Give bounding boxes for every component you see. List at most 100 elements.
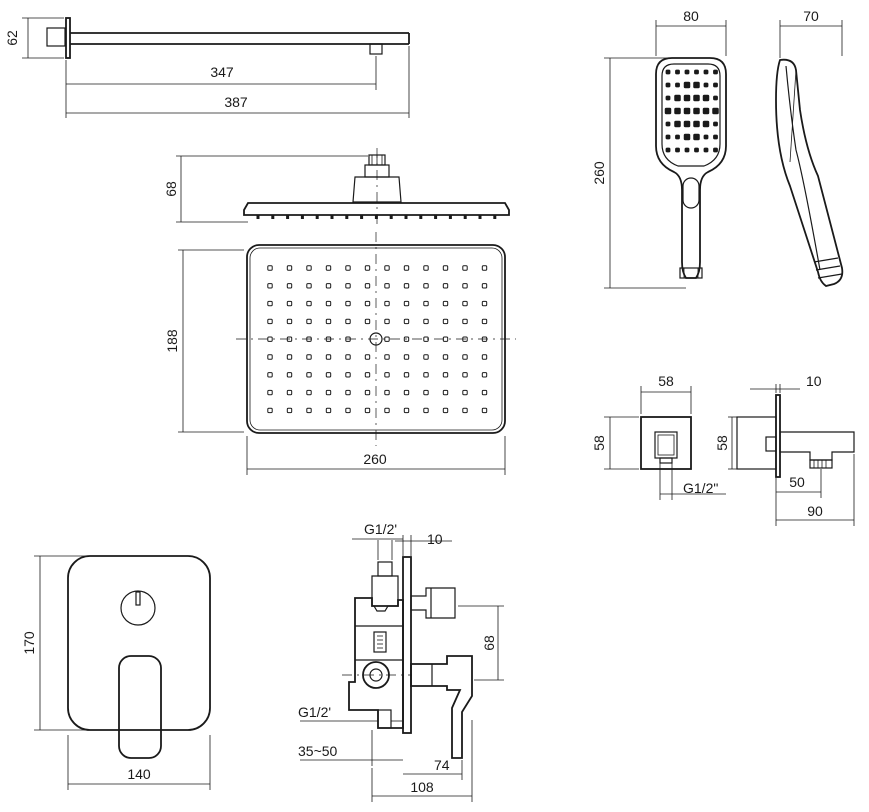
spray-hole (423, 372, 429, 378)
spray-hole (345, 318, 351, 325)
hand-nozzle (683, 94, 691, 102)
hand-nozzle (702, 107, 710, 115)
hand-shower-front-view: 80 260 (591, 8, 727, 289)
body-cartridge-window (373, 631, 387, 653)
dim-arm-height: 62 (4, 17, 64, 59)
spray-hole (286, 389, 293, 396)
hand-shower-face (661, 63, 721, 167)
dim-label-arm-total: 387 (224, 94, 248, 110)
hand-side-face-line (785, 65, 821, 271)
spray-hole (325, 389, 332, 396)
spray-hole (364, 372, 371, 378)
dim-body-height: 68 (458, 605, 504, 681)
mixer-diverter-knob (120, 590, 156, 626)
body-housing (348, 597, 404, 729)
hand-nozzle (693, 107, 700, 115)
spray-hole (325, 265, 332, 271)
dim-label-mixer-width: 140 (127, 766, 151, 782)
dim-outlet-height-front: 58 (591, 416, 639, 470)
spray-hole (384, 265, 390, 271)
hand-nozzle (684, 147, 690, 153)
spray-hole (286, 354, 293, 360)
outlet-side-elbow (779, 431, 855, 461)
spray-hole (267, 318, 273, 325)
dim-label-head-width: 260 (363, 451, 387, 467)
hand-nozzle (702, 120, 710, 128)
spray-hole (403, 265, 410, 271)
body-cover-plate (402, 556, 412, 734)
hand-side-outline (775, 58, 844, 287)
spray-hole (462, 407, 468, 414)
dim-hand-depth: 70 (779, 8, 843, 58)
shower-head-side-view: 68 (163, 148, 510, 226)
hand-nozzle (665, 82, 671, 88)
hand-shower-outline (655, 57, 727, 279)
hand-nozzle (693, 133, 700, 141)
spray-hole (403, 283, 410, 289)
spray-hole (462, 372, 468, 378)
nozzle-tick (374, 215, 378, 219)
spray-hole (384, 407, 390, 414)
dim-arm-total: 387 (65, 46, 410, 118)
spray-hole (267, 283, 273, 289)
hand-nozzle (675, 134, 680, 140)
spray-hole (286, 318, 293, 325)
dim-label-arm-inner: 347 (210, 64, 234, 80)
hand-nozzle (674, 94, 681, 102)
hand-nozzle (712, 107, 719, 115)
mixer-lever-handle (118, 655, 162, 759)
nozzle-tick (389, 215, 393, 219)
spray-hole (403, 336, 410, 342)
spray-hole (325, 407, 332, 414)
spray-hole (423, 283, 429, 289)
hand-shower-side-view: 70 (775, 8, 844, 287)
spray-hole (462, 389, 468, 396)
spray-hole (306, 407, 312, 414)
dim-label-mixer-height: 170 (21, 631, 37, 655)
dim-head-depth: 188 (164, 249, 244, 433)
dim-hand-length: 260 (591, 57, 686, 289)
outlet-side-nipple (809, 459, 833, 469)
dim-label-outlet-width: 58 (658, 373, 674, 389)
hand-nozzle (684, 69, 690, 75)
spray-hole (481, 265, 488, 271)
spray-hole (364, 354, 371, 360)
nozzle-tick (300, 215, 304, 219)
spray-hole (267, 389, 273, 396)
hand-nozzle (693, 120, 700, 128)
spray-hole (442, 354, 449, 360)
dim-label-body-thread-bottom: G1/2' (298, 704, 331, 720)
dim-label-outlet-projection: 50 (789, 474, 805, 490)
dim-body-total: 108 (371, 720, 473, 802)
dim-outlet-thread: G1/2" (659, 463, 726, 500)
outlet-front-thread (659, 457, 673, 464)
body-lever (410, 655, 473, 759)
shower-arm-view: 62 347 387 (4, 17, 410, 118)
spray-hole (462, 300, 468, 307)
outlet-side-body (736, 416, 777, 470)
hand-nozzle (665, 95, 671, 101)
mixer-knob-indicator (135, 591, 141, 606)
nozzle-tick (463, 215, 467, 219)
dim-hand-width: 80 (655, 8, 727, 56)
spray-hole (403, 389, 410, 396)
wall-outlet-front-view: 58 58 G1/2" (591, 373, 726, 500)
spray-hole (481, 354, 488, 360)
dim-label-outlet-total: 90 (807, 503, 823, 519)
hand-nozzle (713, 134, 718, 140)
spray-hole (442, 300, 449, 307)
spray-hole (306, 265, 312, 271)
spray-hole (442, 265, 449, 271)
dim-label-hand-width: 80 (683, 8, 699, 24)
hand-nozzle (665, 147, 671, 153)
spray-hole (364, 300, 371, 307)
arm-wall-plate (65, 17, 71, 59)
hand-nozzle (683, 81, 691, 89)
hand-nozzle (713, 95, 718, 101)
spray-hole (462, 283, 468, 289)
dim-body-thread-bottom: G1/2' (298, 704, 402, 722)
hand-nozzle (665, 134, 671, 140)
body-upper-thread (377, 561, 393, 577)
hand-nozzle (693, 81, 700, 89)
spray-hole (286, 372, 293, 378)
